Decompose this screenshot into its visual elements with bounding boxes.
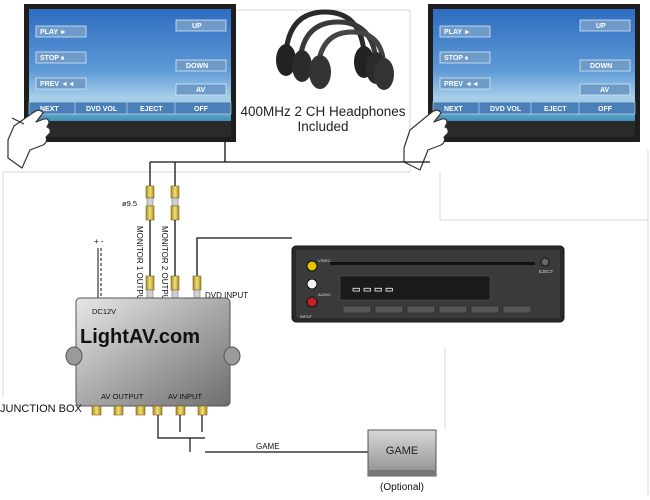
- monitor-1-button-bar: NEXT DVD VOL EJECT OFF: [28, 101, 232, 115]
- polarity-label: + -: [94, 237, 104, 246]
- monitor-cables: [149, 142, 430, 186]
- dvd-button[interactable]: [342, 305, 372, 314]
- down-button[interactable]: DOWN: [175, 59, 227, 72]
- av-input-label: AV INPUT: [168, 392, 202, 401]
- av-button[interactable]: AV: [175, 83, 227, 96]
- svg-text:AV: AV: [196, 87, 206, 94]
- monitor-2-output-label: MONITOR 2 OUTPUT: [160, 226, 169, 306]
- off-button[interactable]: OFF: [598, 106, 613, 113]
- hand-icon-left: [7, 109, 51, 169]
- headphones-caption-line2: Included: [297, 119, 348, 134]
- monitor-2: PLAY ► STOP ⏸ PREV ◄◄ UP DOWN AV NEXT DV…: [428, 4, 640, 142]
- svg-text:PLAY ►: PLAY ►: [444, 29, 471, 36]
- dvd-button[interactable]: [470, 305, 500, 314]
- svg-text:AV: AV: [600, 87, 610, 94]
- rca-plugs-monitor-2: [170, 185, 180, 299]
- game-cables: [157, 415, 368, 453]
- eject-button[interactable]: EJECT: [544, 106, 567, 113]
- headphones-caption-line1: 400MHz 2 CH Headphones: [240, 104, 405, 119]
- power-leads: [97, 248, 102, 300]
- junction-box: [65, 297, 241, 416]
- svg-text:DOWN: DOWN: [186, 63, 208, 70]
- down-button[interactable]: DOWN: [579, 59, 631, 72]
- game-label: GAME: [386, 445, 418, 457]
- game-console: [367, 429, 437, 477]
- prev-button[interactable]: PREV ◄◄: [439, 77, 491, 90]
- dvd-audio-label: AUDIO: [318, 292, 331, 297]
- stop-button[interactable]: STOP ⏸: [35, 51, 87, 64]
- rca-plugs-monitor-1: [145, 185, 155, 299]
- dvd-eject-label: EJECT: [539, 269, 554, 274]
- monitor-2-button-bar: NEXT DVD VOL EJECT OFF: [432, 101, 636, 115]
- dvd-eject-button[interactable]: [540, 257, 550, 267]
- av-input-ports: [175, 405, 208, 416]
- cable-diameter-label: ø9.5: [122, 199, 137, 208]
- optional-label: (Optional): [380, 482, 424, 493]
- svg-text:PREV ◄◄: PREV ◄◄: [40, 81, 75, 88]
- dvd-video-label: VIDEO: [318, 258, 330, 263]
- next-button[interactable]: NEXT: [444, 106, 463, 113]
- svg-text:STOP ⏸: STOP ⏸: [444, 55, 468, 62]
- play-button[interactable]: PLAY ►: [35, 25, 87, 38]
- dvd-button[interactable]: [502, 305, 532, 314]
- guide-lines: [2, 9, 649, 495]
- dvd-control-buttons: [342, 305, 532, 314]
- dvd-button[interactable]: [406, 305, 436, 314]
- watermark: LightAV.com: [80, 326, 200, 348]
- hand-icon-right: [403, 109, 449, 171]
- svg-text:UP: UP: [192, 23, 202, 30]
- eject-button[interactable]: EJECT: [140, 106, 163, 113]
- svg-text:DOWN: DOWN: [590, 63, 612, 70]
- dc12v-label: DC12V: [92, 307, 116, 316]
- up-button[interactable]: UP: [579, 19, 631, 32]
- game-cable-label: GAME: [256, 442, 280, 451]
- monitor-1-output-label: MONITOR 1 OUTPUT: [135, 226, 144, 306]
- monitor-1-osd-buttons: PLAY ► STOP ⏸ PREV ◄◄ UP DOWN AV: [35, 19, 227, 96]
- dvd-button[interactable]: [374, 305, 404, 314]
- dvd-input-panel-label: INPUT: [300, 314, 313, 319]
- dvd-button[interactable]: [438, 305, 468, 314]
- dvd-vol-button[interactable]: DVD VOL: [86, 106, 118, 113]
- dvd-input-jacks: [306, 260, 318, 308]
- up-button[interactable]: UP: [175, 19, 227, 32]
- svg-text:▭ ▭ ▭ ▭: ▭ ▭ ▭ ▭: [352, 284, 394, 294]
- next-button[interactable]: NEXT: [40, 106, 59, 113]
- av-output-label: AV OUTPUT: [101, 392, 144, 401]
- junction-box-label: JUNCTION BOX: [0, 403, 83, 415]
- off-button[interactable]: OFF: [194, 106, 209, 113]
- play-button[interactable]: PLAY ►: [439, 25, 491, 38]
- prev-button[interactable]: PREV ◄◄: [35, 77, 87, 90]
- dvd-vol-button[interactable]: DVD VOL: [490, 106, 522, 113]
- svg-text:STOP ⏸: STOP ⏸: [40, 55, 64, 62]
- headphones-icon: [276, 9, 394, 90]
- av-button[interactable]: AV: [579, 83, 631, 96]
- dvd-input-label: DVD INPUT: [205, 291, 248, 300]
- monitor-2-osd-buttons: PLAY ► STOP ⏸ PREV ◄◄ UP DOWN AV: [439, 19, 631, 96]
- av-output-ports: [91, 405, 163, 416]
- monitor-1: PLAY ► STOP ⏸ PREV ◄◄ UP DOWN AV NEXT DV…: [24, 4, 236, 142]
- rca-plug-dvd-input: [192, 237, 292, 299]
- dvd-player: ▭ ▭ ▭ ▭: [291, 245, 565, 323]
- svg-text:PLAY ►: PLAY ►: [40, 29, 67, 36]
- svg-text:UP: UP: [596, 23, 606, 30]
- svg-text:PREV ◄◄: PREV ◄◄: [444, 81, 479, 88]
- stop-button[interactable]: STOP ⏸: [439, 51, 491, 64]
